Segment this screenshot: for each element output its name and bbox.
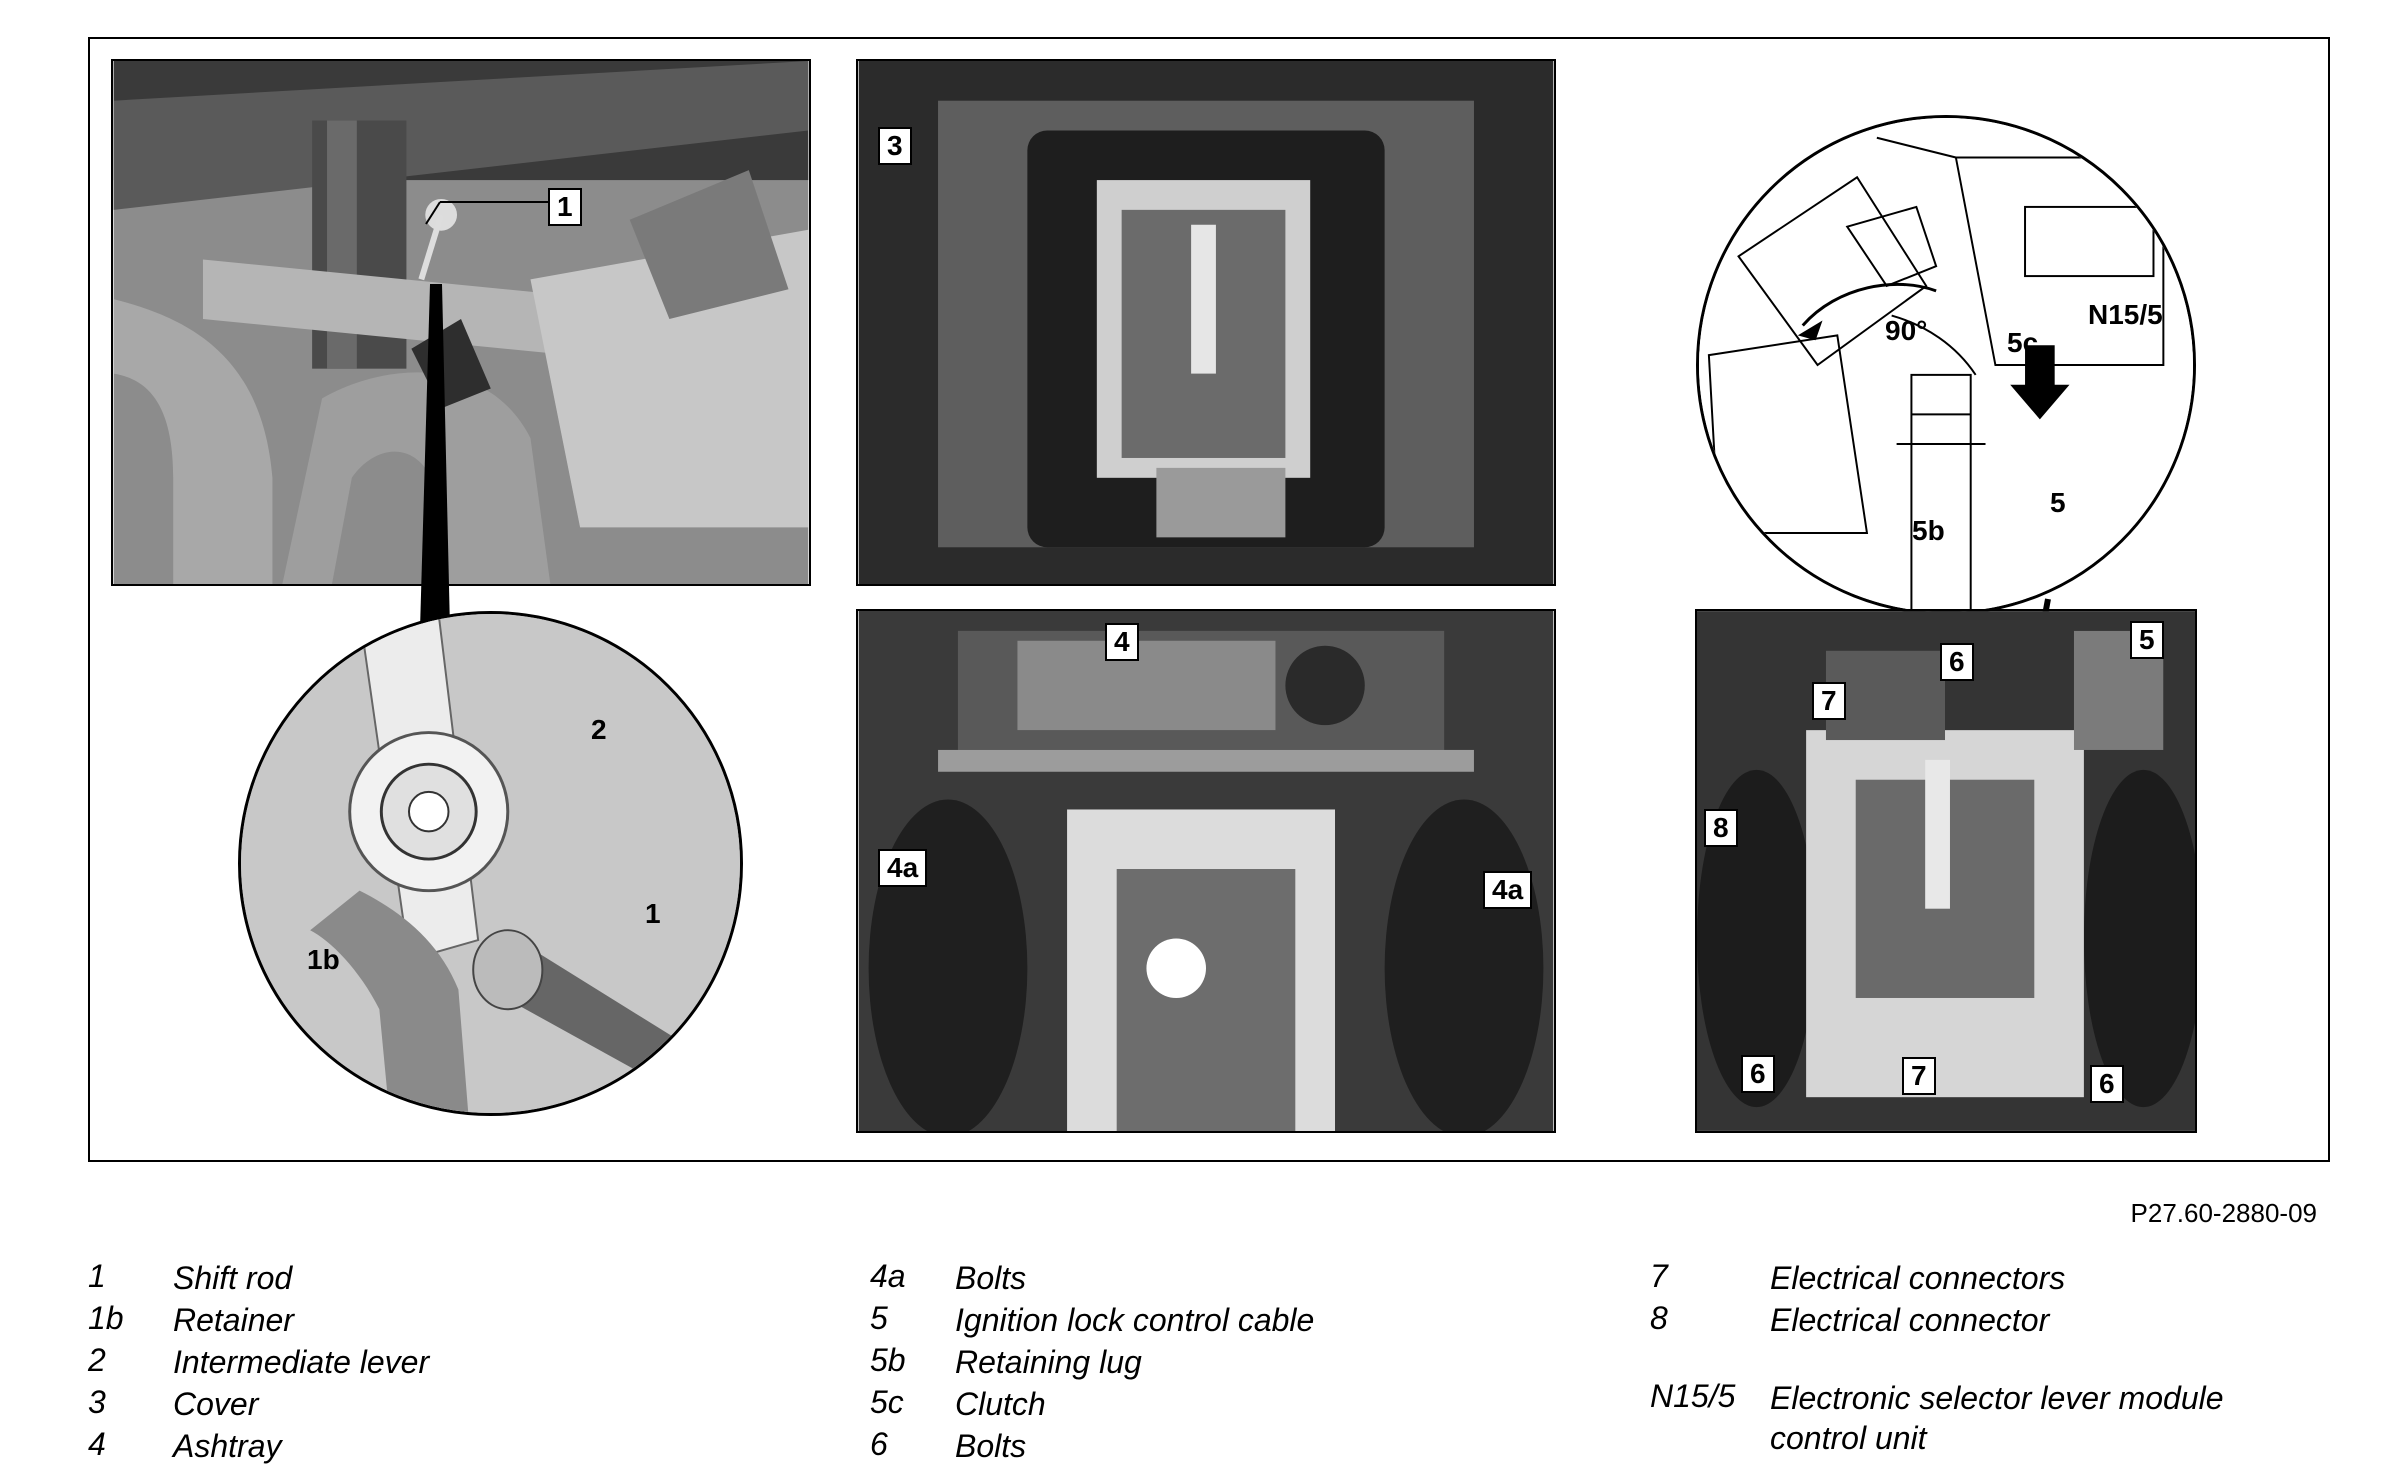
figure-reference: P27.60-2880-09 — [2130, 1198, 2317, 1228]
legend-item: N15/5 Electronic selector lever module co… — [1650, 1378, 2290, 1458]
callout-retainer: 1b — [307, 944, 340, 975]
legend-label: Shift rod — [173, 1260, 293, 1296]
callout-cover: 3 — [878, 127, 912, 165]
legend-key: 5c — [870, 1384, 904, 1420]
legend-item: 1b Retainer — [88, 1300, 693, 1342]
label-selector-module-unit: N15/5 — [2088, 299, 2163, 330]
label-retaining-lug: 5b — [1912, 515, 1945, 546]
legend-key: 6 — [870, 1426, 888, 1462]
callout-connectors-top: 7 — [1812, 682, 1846, 720]
magnifier-retainer-detail — [238, 611, 743, 1116]
legend-label: Ashtray — [173, 1428, 282, 1464]
legend-label: Bolts — [955, 1260, 1027, 1296]
legend-column-1: 1 Shift rod 1b Retainer 2 Intermediate leve… — [88, 1258, 693, 1468]
legend-item: 5c Clutch — [870, 1384, 1475, 1426]
figure-frame: 1 1b 2 1 3 — [88, 37, 2330, 1162]
legend-key: 7 — [1650, 1258, 1668, 1294]
label-rotation-angle: 90° — [1885, 315, 1928, 346]
legend-label: Cover — [173, 1386, 259, 1422]
callout-ashtray: 4 — [1105, 623, 1139, 661]
label-control-cable: 5 — [2050, 487, 2066, 518]
callout-bolts-left: 4a — [878, 849, 928, 887]
legend-label: Clutch — [955, 1386, 1046, 1422]
legend-item: 4 Ashtray — [88, 1426, 693, 1468]
callout-intermediate-lever: 2 — [591, 714, 607, 745]
legend-label: Electronic selector lever module control… — [1770, 1380, 2224, 1456]
legend-item: 4a Bolts — [870, 1258, 1475, 1300]
magnifier-selector-module — [1696, 115, 2196, 615]
console-cover-art — [858, 61, 1554, 584]
legend-label: Retainer — [173, 1302, 294, 1338]
legend-item: 5b Retaining lug — [870, 1342, 1475, 1384]
legend-key: 3 — [88, 1384, 106, 1420]
legend-key: 1 — [88, 1258, 106, 1294]
selector-module-photo-art — [1697, 611, 2195, 1131]
label-clutch: 5c — [2007, 327, 2039, 358]
legend-item: 7 Electrical connectors — [1650, 1258, 2290, 1300]
photo-console-cover — [856, 59, 1556, 586]
underbody-photo-art — [113, 61, 809, 584]
legend-key: 8 — [1650, 1300, 1668, 1336]
callout-connector: 8 — [1704, 809, 1738, 847]
callout-cable: 5 — [2130, 621, 2164, 659]
legend-item: 5 Ignition lock control cable — [870, 1300, 1475, 1342]
legend-key: 5 — [870, 1300, 888, 1336]
retainer-detail-art — [241, 614, 740, 1113]
legend-label: Electrical connectors — [1770, 1260, 2066, 1296]
selector-module-drawing — [1699, 118, 2193, 612]
photo-ashtray-bolts — [856, 609, 1556, 1133]
legend-spacer — [1650, 1342, 2290, 1378]
callout-shift-rod: 1 — [548, 188, 582, 226]
legend-label: Retaining lug — [955, 1344, 1142, 1380]
legend-column-3: 7 Electrical connectors 8 Electrical conne… — [1650, 1258, 2290, 1458]
legend-item: 3 Cover — [88, 1384, 693, 1426]
legend-key: 4 — [88, 1426, 106, 1462]
callout-bolts-right: 4a — [1483, 871, 1533, 909]
legend-item: 6 Bolts — [870, 1426, 1475, 1468]
legend-item: 8 Electrical connector — [1650, 1300, 2290, 1342]
ashtray-photo-art — [858, 611, 1554, 1131]
legend-key: N15/5 — [1650, 1378, 1736, 1414]
legend-label: Bolts — [955, 1428, 1027, 1464]
legend-label: Electrical connector — [1770, 1302, 2050, 1338]
legend-key: 1b — [88, 1300, 124, 1336]
callout-bolts-top: 6 — [1940, 643, 1974, 681]
callout-connectors-bottom: 7 — [1902, 1057, 1936, 1095]
legend-key: 5b — [870, 1342, 906, 1378]
photo-selector-lever-module — [1695, 609, 2197, 1133]
photo-underbody-shift-rod — [111, 59, 811, 586]
legend-label: Intermediate lever — [173, 1344, 430, 1380]
legend-label: Ignition lock control cable — [955, 1302, 1315, 1338]
legend-item: 2 Intermediate lever — [88, 1342, 693, 1384]
legend-item: 1 Shift rod — [88, 1258, 693, 1300]
callout-bolts-right-lower: 6 — [2090, 1065, 2124, 1103]
callout-bolts-left-lower: 6 — [1741, 1055, 1775, 1093]
legend-key: 4a — [870, 1258, 906, 1294]
callout-shift-rod-detail: 1 — [645, 898, 661, 929]
legend-key: 2 — [88, 1342, 106, 1378]
